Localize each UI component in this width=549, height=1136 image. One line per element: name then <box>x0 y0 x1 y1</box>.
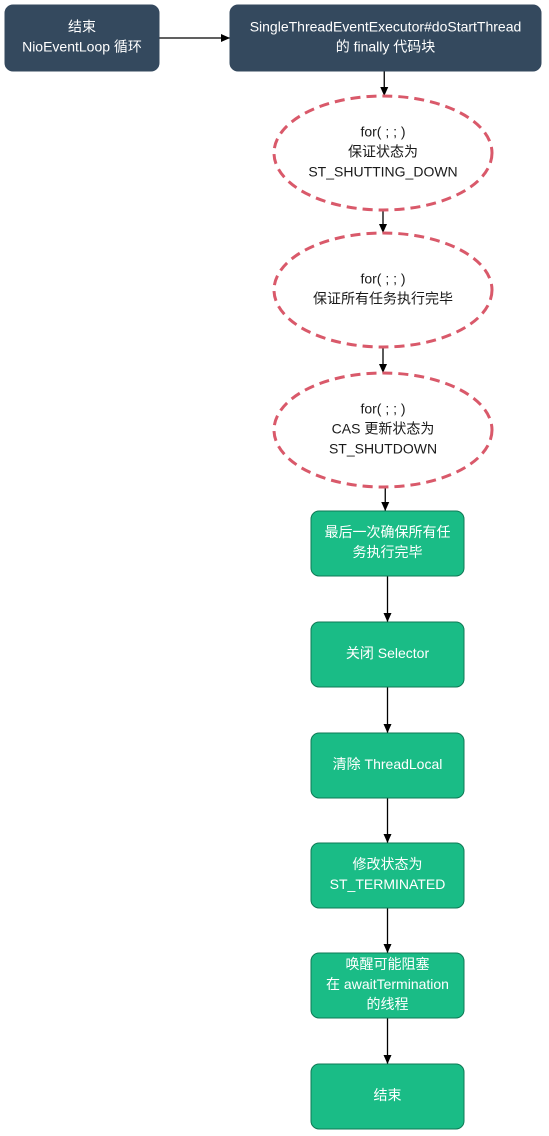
finally-block-label-line: SingleThreadEventExecutor#doStartThread <box>250 19 522 35</box>
node-loop-shutting-down: for( ; ; ) 保证状态为 ST_SHUTTING_DOWN <box>272 94 494 212</box>
loop-shutting-down-label: for( ; ; ) 保证状态为 ST_SHUTTING_DOWN <box>308 124 457 180</box>
end-final-shape <box>310 1063 465 1130</box>
node-clear-threadlocal: 清除 ThreadLocal <box>310 732 465 799</box>
loop-shutting-down-shape <box>272 94 494 212</box>
close-selector-label-line: 关闭 Selector <box>346 645 430 661</box>
end-final-label: 结束 <box>374 1087 402 1103</box>
finally-block-label-line: 的 finally 代码块 <box>336 39 436 55</box>
loop-cas-shutdown-label: for( ; ; ) CAS 更新状态为 ST_SHUTDOWN <box>329 401 437 457</box>
end-nioeventloop-label-line: NioEventLoop 循环 <box>22 39 142 55</box>
final-tasks-shape <box>310 510 465 577</box>
end-nioeventloop-label-line: 结束 <box>68 19 96 35</box>
loop-shutting-down-label-line: ST_SHUTTING_DOWN <box>308 164 457 180</box>
loop-shutting-down-label-line: for( ; ; ) <box>360 124 405 140</box>
end-nioeventloop-label: 结束 NioEventLoop 循环 <box>22 19 142 55</box>
final-tasks-label: 最后一次确保所有任务执行完毕 <box>325 524 451 560</box>
set-terminated-shape <box>310 842 465 909</box>
wake-awaiting-label-line: 在 awaitTermination <box>326 976 449 992</box>
finally-block-shape <box>229 4 542 72</box>
close-selector-label: 关闭 Selector <box>346 645 430 661</box>
loop-cas-shutdown-label-line: ST_SHUTDOWN <box>329 441 437 457</box>
end-final-label-line: 结束 <box>374 1087 402 1103</box>
clear-threadlocal-label-line: 清除 ThreadLocal <box>333 756 443 772</box>
set-terminated-label: 修改状态为 ST_TERMINATED <box>330 856 446 892</box>
edges <box>159 34 392 1064</box>
node-loop-cas-shutdown: for( ; ; ) CAS 更新状态为 ST_SHUTDOWN <box>272 371 494 489</box>
close-selector-shape <box>310 621 465 688</box>
loop-tasks-done-label: for( ; ; ) 保证所有任务执行完毕 <box>313 271 453 307</box>
node-set-terminated: 修改状态为 ST_TERMINATED <box>310 842 465 909</box>
node-end-nioeventloop: 结束 NioEventLoop 循环 <box>4 4 160 72</box>
clear-threadlocal-shape <box>310 732 465 799</box>
loop-tasks-done-label-line: 保证所有任务执行完毕 <box>313 291 453 307</box>
final-tasks-label-line: 最后一次确保所有任 <box>325 524 451 540</box>
loop-cas-shutdown-label-line: for( ; ; ) <box>360 401 405 417</box>
node-close-selector: 关闭 Selector <box>310 621 465 688</box>
final-tasks-label-line: 务执行完毕 <box>353 544 423 560</box>
wake-awaiting-label-line: 唤醒可能阻塞 <box>346 956 430 972</box>
loop-cas-shutdown-shape <box>272 371 494 489</box>
loop-shutting-down-label-line: 保证状态为 <box>348 144 418 160</box>
set-terminated-label-line: ST_TERMINATED <box>330 876 446 892</box>
loop-tasks-done-label-line: for( ; ; ) <box>360 271 405 287</box>
clear-threadlocal-label: 清除 ThreadLocal <box>333 756 443 772</box>
end-nioeventloop-shape <box>4 4 160 72</box>
wake-awaiting-label-line: 的线程 <box>367 996 409 1012</box>
finally-block-label: SingleThreadEventExecutor#doStartThread 的… <box>250 19 522 55</box>
node-wake-awaiting: 唤醒可能阻塞在 awaitTermination 的线程 <box>310 952 465 1019</box>
node-loop-tasks-done: for( ; ; ) 保证所有任务执行完毕 <box>272 231 494 349</box>
loop-cas-shutdown-label-line: CAS 更新状态为 <box>332 421 435 437</box>
nodes: 结束 NioEventLoop 循环 SingleThreadEventExecut… <box>4 4 542 1130</box>
set-terminated-label-line: 修改状态为 <box>353 856 423 872</box>
node-final-tasks: 最后一次确保所有任务执行完毕 <box>310 510 465 577</box>
loop-tasks-done-shape <box>272 231 494 349</box>
node-end-final: 结束 <box>310 1063 465 1130</box>
wake-awaiting-shape <box>310 952 465 1019</box>
wake-awaiting-label: 唤醒可能阻塞在 awaitTermination 的线程 <box>326 956 449 1012</box>
node-finally-block: SingleThreadEventExecutor#doStartThread 的… <box>229 4 542 72</box>
